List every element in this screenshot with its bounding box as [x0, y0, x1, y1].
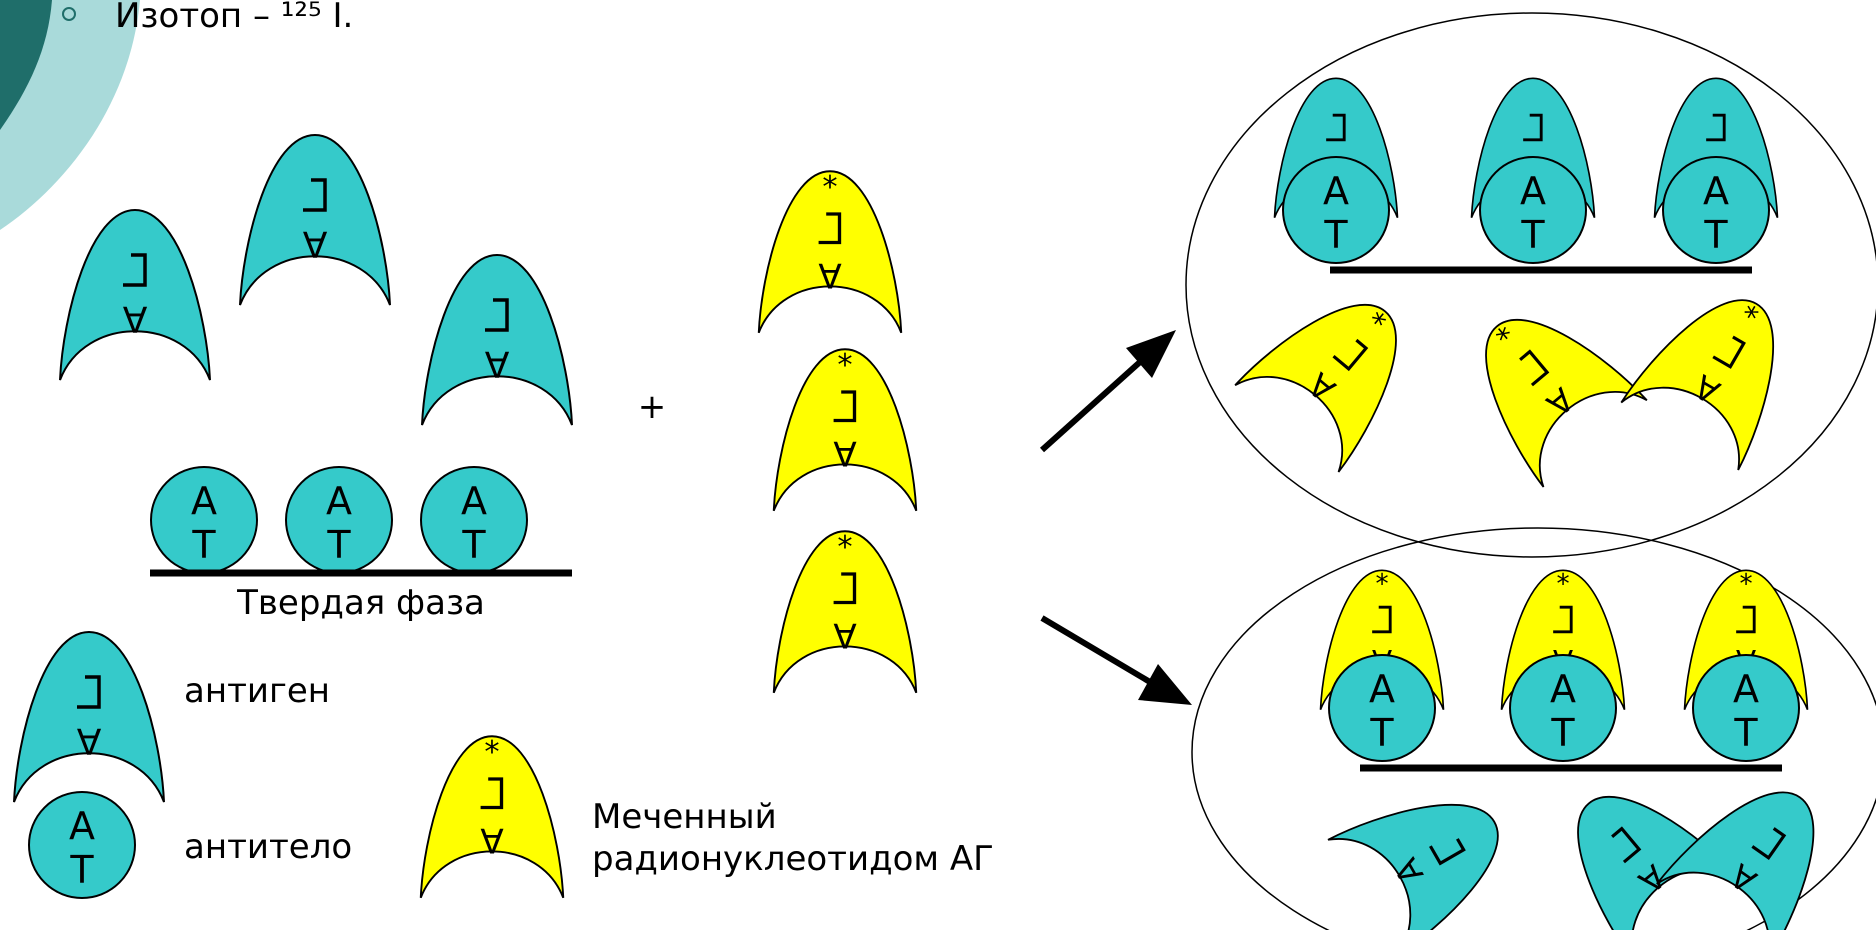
antigen-a-glyph: А	[480, 819, 504, 859]
antigen-1: А	[59, 209, 211, 381]
legend-labeled-label-line1: Меченный	[592, 797, 777, 837]
antigen-3: А	[421, 254, 573, 426]
bound-antibody-lower-1: АТ	[1328, 654, 1436, 762]
result-ellipse-top	[1185, 12, 1876, 558]
arrow-up-icon	[1039, 330, 1176, 453]
antibody-bottom-letter: Т	[1520, 213, 1545, 257]
antigen-mark-icon	[1736, 605, 1756, 634]
free-labeled-antigen-3: А*	[1620, 269, 1816, 471]
antibody-top-letter: А	[191, 479, 217, 523]
antibody-top-letter: А	[326, 479, 352, 523]
antigen-a-glyph: А	[833, 432, 857, 472]
free-antigens: А А А	[59, 134, 573, 426]
antibody-top-letter: А	[69, 804, 95, 848]
antigen-mark-icon	[833, 390, 857, 423]
antibody-bottom-letter: Т	[191, 523, 216, 567]
labeled-antigen-1: А*	[757, 170, 903, 334]
antigen-mark-icon	[1553, 605, 1573, 634]
legend-antibody-label: антитело	[184, 827, 352, 867]
antigen-mark-icon	[1523, 113, 1543, 142]
antibody-bottom-letter: Т	[1323, 213, 1348, 257]
bound-antibody-1: АТ	[1282, 156, 1390, 264]
bound-antibody-2: АТ	[1479, 156, 1587, 264]
antigen-mark-icon	[1332, 338, 1369, 372]
radiolabel-star-icon: *	[837, 530, 852, 565]
legend-antigen-label: антиген	[184, 671, 330, 711]
labeled-antigens: А*А*А*	[757, 170, 918, 694]
antibody-top-letter: А	[1323, 169, 1349, 213]
antibody-top-letter: А	[1550, 667, 1576, 711]
antigen-mark-icon	[833, 572, 857, 605]
result-ellipse-bottom	[1191, 527, 1876, 930]
free-antigen-3: А	[1655, 757, 1857, 930]
radiolabel-star-icon: *	[484, 735, 499, 770]
antigen-mark-icon	[1751, 827, 1787, 860]
antibody-top-letter: А	[1733, 667, 1759, 711]
radiolabel-star-icon: *	[837, 348, 852, 383]
antigen-2: А	[239, 134, 391, 306]
antibody-bottom-letter: Т	[461, 523, 486, 567]
antigen-mark-icon	[1326, 113, 1346, 142]
bound-antibody-lower-3: АТ	[1692, 654, 1800, 762]
legend-antibody-icon: АТ	[28, 791, 136, 899]
antigen-mark-icon	[1611, 826, 1642, 864]
free-labeled-antigen-1: А*	[1234, 267, 1438, 473]
antibody-3: АТ	[420, 466, 528, 574]
antigen-mark-icon	[1372, 605, 1392, 634]
antibody-bottom-letter: Т	[69, 848, 94, 892]
antigen-mark-icon	[818, 212, 842, 245]
antigen-a-glyph: А	[818, 254, 842, 294]
antigen-mark-icon	[1712, 335, 1746, 369]
result-unlabeled-bound: ААТААТААТА*А*А*	[1234, 77, 1816, 488]
antibody-top-letter: А	[461, 479, 487, 523]
free-antigen-1: А	[1327, 762, 1529, 930]
title-bullet-icon	[62, 7, 76, 21]
arrow-down-icon	[1040, 615, 1192, 705]
free-labeled-antigen-2: А*	[1444, 282, 1648, 488]
antigen-a-glyph: А	[122, 298, 147, 339]
antibody-bottom-letter: Т	[326, 523, 351, 567]
plus-sign: +	[638, 387, 667, 427]
antibody-top-letter: А	[1520, 169, 1546, 213]
antigen-mark-icon	[1429, 838, 1466, 866]
antigen-mark-icon	[480, 777, 504, 810]
antigen-mark-icon	[485, 298, 509, 332]
antibody-bottom-letter: Т	[1733, 711, 1758, 755]
corner-decoration	[0, 0, 140, 230]
bound-antibody-3: АТ	[1662, 156, 1770, 264]
antibody-bottom-letter: Т	[1703, 213, 1728, 257]
labeled-antigen-2: А*	[772, 348, 918, 512]
antigen-a-glyph: А	[833, 614, 857, 654]
antigen-mark-icon	[123, 253, 147, 287]
radiolabel-star-icon: *	[1556, 569, 1569, 599]
antibody-bottom-letter: Т	[1369, 711, 1394, 755]
antibody-2: АТ	[285, 466, 393, 574]
antibody-top-letter: А	[1703, 169, 1729, 213]
bound-antibody-lower-2: АТ	[1509, 654, 1617, 762]
solid-phase-label: Твердая фаза	[236, 583, 485, 623]
antibody-bottom-letter: Т	[1550, 711, 1575, 755]
antigen-a-glyph: А	[76, 720, 101, 761]
antigen-a-glyph: А	[484, 343, 509, 384]
antigen-mark-icon	[1519, 349, 1550, 387]
legend-labeled-label-line2: радионуклеотидом АГ	[592, 839, 994, 879]
radiolabel-star-icon: *	[1739, 569, 1752, 599]
legend-antigen-icon: А	[13, 631, 165, 803]
radiolabel-star-icon: *	[822, 170, 837, 205]
radiolabel-star-icon: *	[1375, 569, 1388, 599]
antibody-top-letter: А	[1369, 667, 1395, 711]
labeled-antigen-3: А*	[772, 530, 918, 694]
antigen-mark-icon	[303, 178, 327, 212]
antigen-mark-icon	[77, 675, 101, 709]
antigen-mark-icon	[1706, 113, 1726, 142]
antigen-a-glyph: А	[302, 223, 327, 264]
antibody-1: АТ	[150, 466, 258, 574]
legend-labeled-antigen-icon: А*	[419, 735, 565, 899]
title-text: Изотоп – ¹²⁵ I.	[115, 0, 353, 36]
